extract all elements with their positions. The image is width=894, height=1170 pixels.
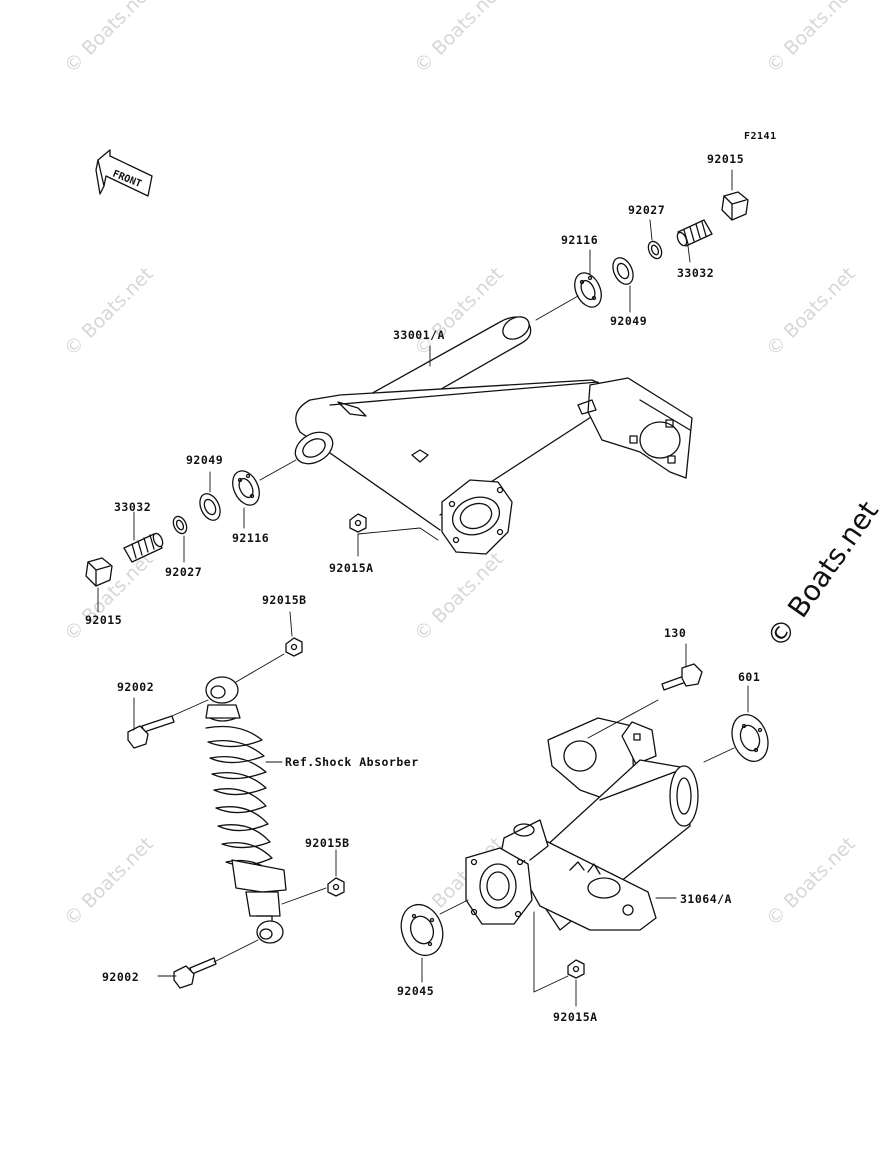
figure-code: F2141 bbox=[744, 131, 777, 142]
bolt-92002-low bbox=[173, 957, 217, 989]
bolt-92002-top bbox=[127, 715, 175, 749]
washer-92027-left bbox=[172, 515, 188, 535]
bearing-92045 bbox=[400, 903, 444, 957]
washer-92027-top bbox=[647, 240, 663, 260]
collar-92049-left bbox=[199, 493, 221, 521]
label-92049-top: 92049 bbox=[610, 314, 648, 328]
label-92015A-mid: 92015A bbox=[329, 561, 374, 575]
nut-92015-left bbox=[85, 557, 113, 587]
label-92045: 92045 bbox=[397, 984, 435, 998]
leader-lines-shock bbox=[133, 611, 337, 977]
nut-92015B-top bbox=[285, 637, 303, 657]
label-92015A-low: 92015A bbox=[553, 1010, 598, 1024]
label-92049-left: 92049 bbox=[186, 453, 224, 467]
label-92116-top: 92116 bbox=[561, 233, 599, 247]
nut-92015-top bbox=[721, 191, 749, 221]
bolt-130 bbox=[661, 663, 703, 691]
front-arrow-icon: FRONT bbox=[95, 149, 153, 197]
label-ref-shock: Ref.Shock Absorber bbox=[285, 755, 419, 769]
label-601: 601 bbox=[738, 670, 761, 684]
swingarm-33001 bbox=[294, 316, 693, 555]
label-130: 130 bbox=[664, 626, 687, 640]
nut-92015A-low bbox=[567, 959, 585, 979]
leader-lines-upper bbox=[97, 169, 733, 613]
hub-31064 bbox=[465, 717, 699, 931]
label-92015B-low: 92015B bbox=[305, 836, 350, 850]
bearing-92116-top bbox=[574, 272, 602, 308]
bearing-601 bbox=[731, 714, 769, 762]
shaft-33032-left bbox=[123, 532, 164, 563]
bearing-92116-left bbox=[232, 470, 260, 506]
nut-92015B-low bbox=[327, 877, 345, 897]
collar-92049-top bbox=[612, 257, 634, 285]
leader-lines-hub bbox=[421, 643, 749, 1007]
label-92116-left: 92116 bbox=[232, 531, 270, 545]
label-92002-top: 92002 bbox=[117, 680, 155, 694]
shock-absorber bbox=[205, 676, 287, 944]
label-92015B-top: 92015B bbox=[262, 593, 307, 607]
label-92002-low: 92002 bbox=[102, 970, 140, 984]
shaft-33032-top bbox=[676, 219, 713, 247]
label-92027-left: 92027 bbox=[165, 565, 203, 579]
label-33032-left: 33032 bbox=[114, 500, 152, 514]
label-33001: 33001/A bbox=[393, 328, 445, 342]
label-92027-top: 92027 bbox=[628, 203, 666, 217]
label-31064: 31064/A bbox=[680, 892, 732, 906]
label-33032-top: 33032 bbox=[677, 266, 715, 280]
label-92015-left: 92015 bbox=[85, 613, 123, 627]
label-92015-top: 92015 bbox=[707, 152, 745, 166]
nut-92015A-mid bbox=[349, 513, 367, 533]
